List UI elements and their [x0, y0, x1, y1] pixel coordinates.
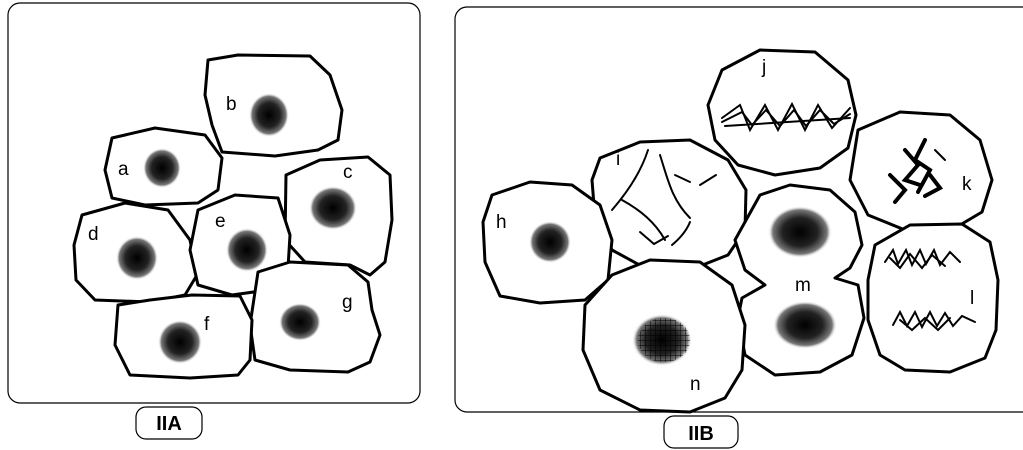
- cell-i: i: [590, 138, 748, 270]
- cell-h: h: [481, 180, 614, 305]
- nucleus: [116, 236, 158, 280]
- cell-l: l: [866, 222, 1000, 374]
- cell-label-h: h: [496, 212, 507, 233]
- nucleus: [158, 320, 202, 364]
- cell-label-a: a: [118, 159, 129, 180]
- cell-label-b: b: [226, 94, 237, 115]
- caption-iib: IIB: [688, 423, 714, 445]
- cell-label-c: c: [343, 162, 353, 183]
- cell-k: k: [848, 110, 994, 232]
- cell-label-f: f: [204, 314, 210, 335]
- nucleus: [226, 228, 268, 272]
- nucleus: [529, 221, 571, 263]
- cell-label-d: d: [88, 224, 99, 245]
- nucleus: [143, 148, 181, 188]
- cell-c: c: [283, 155, 394, 277]
- cell-label-e: e: [215, 211, 226, 232]
- nucleus-bottom: [773, 301, 837, 349]
- caption-iia: IIA: [156, 413, 182, 435]
- cell-j: j: [706, 48, 858, 177]
- cell-label-k: k: [962, 174, 972, 195]
- nucleus: [279, 303, 321, 341]
- cell-label-i: i: [616, 149, 620, 170]
- cell-label-m: m: [795, 275, 811, 296]
- cell-label-g: g: [342, 292, 353, 313]
- nucleus: [249, 93, 289, 137]
- caption-box-iia: [135, 406, 203, 440]
- cell-b: b: [203, 53, 344, 158]
- nucleus-top: [768, 206, 832, 258]
- nucleus-mesh: [638, 318, 690, 362]
- cell-f: f: [113, 293, 254, 380]
- cell-label-l: l: [970, 288, 974, 309]
- cell-label-j: j: [761, 57, 766, 78]
- cell-g: g: [248, 260, 382, 374]
- cell-m: m: [733, 183, 866, 377]
- cell-label-n: n: [690, 374, 701, 395]
- cell-n: n: [581, 258, 747, 414]
- caption-box-iib: [663, 415, 739, 449]
- cell-a: a: [103, 126, 224, 207]
- nucleus: [309, 186, 357, 230]
- panel-iia: b a c d e g: [7, 2, 421, 440]
- panel-iib: j i h k: [454, 6, 1023, 449]
